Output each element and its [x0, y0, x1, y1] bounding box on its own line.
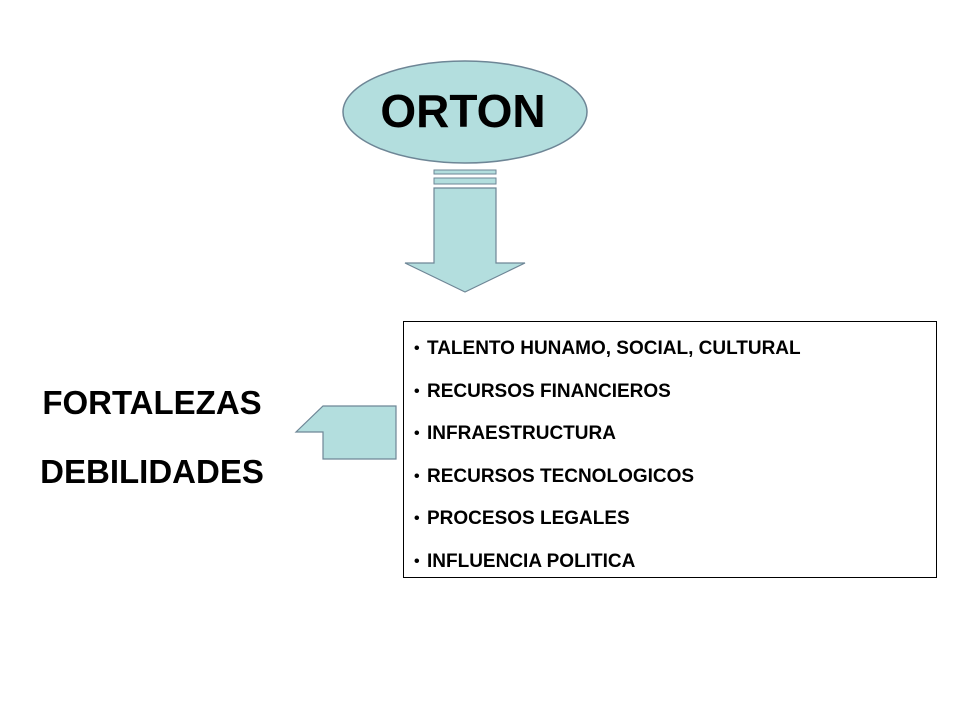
outcome-fortalezas: FORTALEZAS — [42, 384, 261, 421]
bullet-icon: • — [414, 382, 420, 400]
factor-item: • INFLUENCIA POLITICA — [414, 541, 936, 584]
factor-item: • INFRAESTRUCTURA — [414, 413, 936, 456]
factor-item: • RECURSOS FINANCIEROS — [414, 371, 936, 414]
bullet-icon: • — [414, 510, 420, 528]
outcome-debilidades: DEBILIDADES — [40, 453, 264, 490]
factors-box: • TALENTO HUNAMO, SOCIAL, CULTURAL • REC… — [403, 321, 937, 578]
bullet-icon: • — [414, 467, 420, 485]
factor-label: PROCESOS LEGALES — [427, 508, 630, 530]
factor-label: TALENTO HUNAMO, SOCIAL, CULTURAL — [427, 338, 801, 360]
bullet-icon: • — [414, 425, 420, 443]
factor-label: INFRAESTRUCTURA — [427, 423, 616, 445]
factor-label: RECURSOS FINANCIEROS — [427, 380, 671, 402]
factor-item: • TALENTO HUNAMO, SOCIAL, CULTURAL — [414, 328, 936, 371]
factor-item: • PROCESOS LEGALES — [414, 498, 936, 541]
factors-list: • TALENTO HUNAMO, SOCIAL, CULTURAL • REC… — [414, 328, 936, 583]
down-arrow-stripe-1 — [433, 169, 497, 175]
factor-item: • RECURSOS TECNOLOGICOS — [414, 456, 936, 499]
bullet-icon: • — [414, 552, 420, 570]
down-arrow — [404, 169, 526, 293]
factor-label: RECURSOS TECNOLOGICOS — [427, 465, 695, 487]
orton-title: ORTON — [380, 85, 545, 137]
down-arrow-stripe-2 — [433, 177, 497, 185]
bullet-icon: • — [414, 340, 420, 358]
orton-ellipse — [342, 60, 588, 164]
factor-label: INFLUENCIA POLITICA — [427, 550, 636, 572]
left-arrow — [294, 405, 397, 460]
down-arrow-body — [404, 187, 526, 293]
